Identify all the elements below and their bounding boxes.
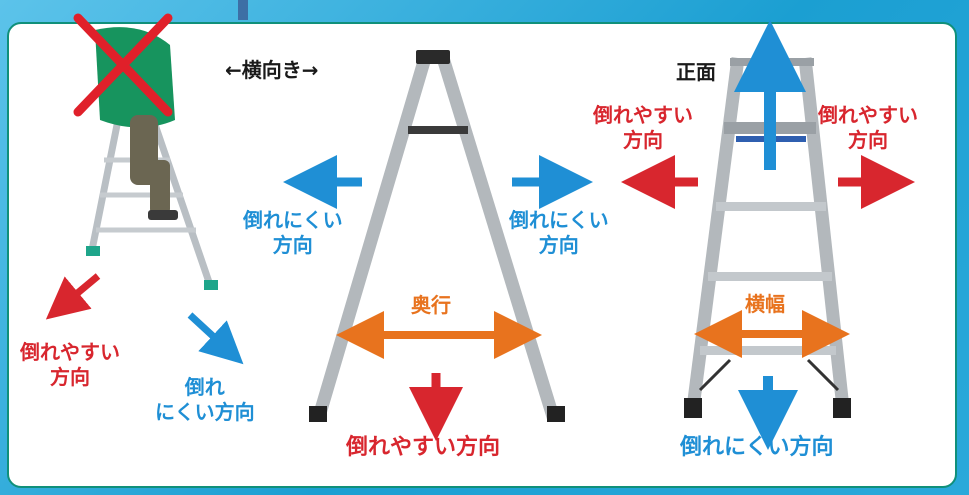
front-label: 正面 [676,60,716,84]
left-hard-fall-label: 倒れ にくい方向 [155,375,255,424]
side-hard-fall-label-right: 倒れにくい 方向 [509,208,609,257]
sideways-label: ←横向き→ [225,58,319,82]
left-easy-fall-label: 倒れやすい 方向 [20,340,120,389]
side-hard-fall-label-left: 倒れにくい 方向 [243,208,343,257]
front-easy-fall-label-right: 倒れやすい 方向 [818,103,918,152]
left-easy-fall-arrow [45,273,101,320]
prohibited-x-icon [73,13,173,117]
top-decoration-icon [238,0,248,20]
front-easy-fall-label-left: 倒れやすい 方向 [593,103,693,152]
side-easy-fall-label: 倒れやすい方向 [346,435,501,460]
front-hard-fall-label: 倒れにくい方向 [680,435,834,460]
width-label: 横幅 [745,292,785,316]
left-hard-fall-arrow [187,312,244,365]
ladder-side-figure [309,50,565,422]
depth-label: 奥行 [411,293,451,317]
person-on-ladder-figure [86,27,218,290]
